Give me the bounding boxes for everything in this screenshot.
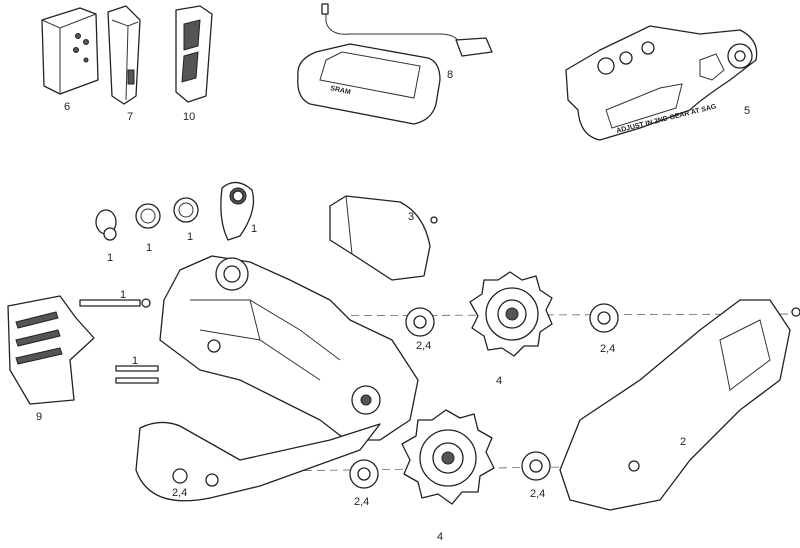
- bushings-part: [95, 181, 255, 241]
- bottom-pulley-assembly: [349, 409, 551, 505]
- label-pin: 1: [120, 289, 126, 301]
- outer-cage-part: [559, 299, 800, 511]
- battery-clip-part: [107, 5, 141, 105]
- label-charger: 8: [447, 69, 453, 81]
- label-bumper: 9: [36, 411, 42, 423]
- label-battery-cover: 10: [183, 111, 195, 123]
- label-washer-bottom-right: 2,4: [530, 488, 545, 500]
- label-cage-washer-left: 2,4: [172, 487, 187, 499]
- charger-part: SRAM: [297, 3, 493, 125]
- label-pulley-bottom: 4: [437, 531, 443, 543]
- label-bushing-c: 1: [187, 231, 193, 243]
- battery-cover-part: [175, 5, 213, 103]
- label-cover: 3: [408, 211, 414, 223]
- label-bracket: 1: [251, 223, 257, 235]
- label-screws: 1: [132, 355, 138, 367]
- top-pulley-assembly: [405, 271, 619, 357]
- label-washer-bottom-left: 2,4: [354, 496, 369, 508]
- pin-and-screws-part: [79, 298, 159, 384]
- label-pulley-top: 4: [496, 375, 502, 387]
- label-battery: 6: [64, 101, 70, 113]
- bumper-part: [7, 295, 95, 405]
- label-washer-top-left: 2,4: [416, 340, 431, 352]
- chain-gap-tool-part: ADJUST IN 2ND GEAR AT SAG: [565, 25, 758, 141]
- label-chain-gap-tool: 5: [744, 105, 750, 117]
- label-outer-cage: 2: [680, 436, 686, 448]
- battery-part: [41, 7, 99, 95]
- label-washer-top-right: 2,4: [600, 343, 615, 355]
- label-battery-clip: 7: [127, 111, 133, 123]
- label-bushing-a: 1: [107, 252, 113, 264]
- derailleur-body-part: [135, 255, 419, 502]
- charger-logo: SRAM: [330, 85, 352, 96]
- cover-part: [329, 195, 438, 281]
- label-bushing-b: 1: [146, 242, 152, 254]
